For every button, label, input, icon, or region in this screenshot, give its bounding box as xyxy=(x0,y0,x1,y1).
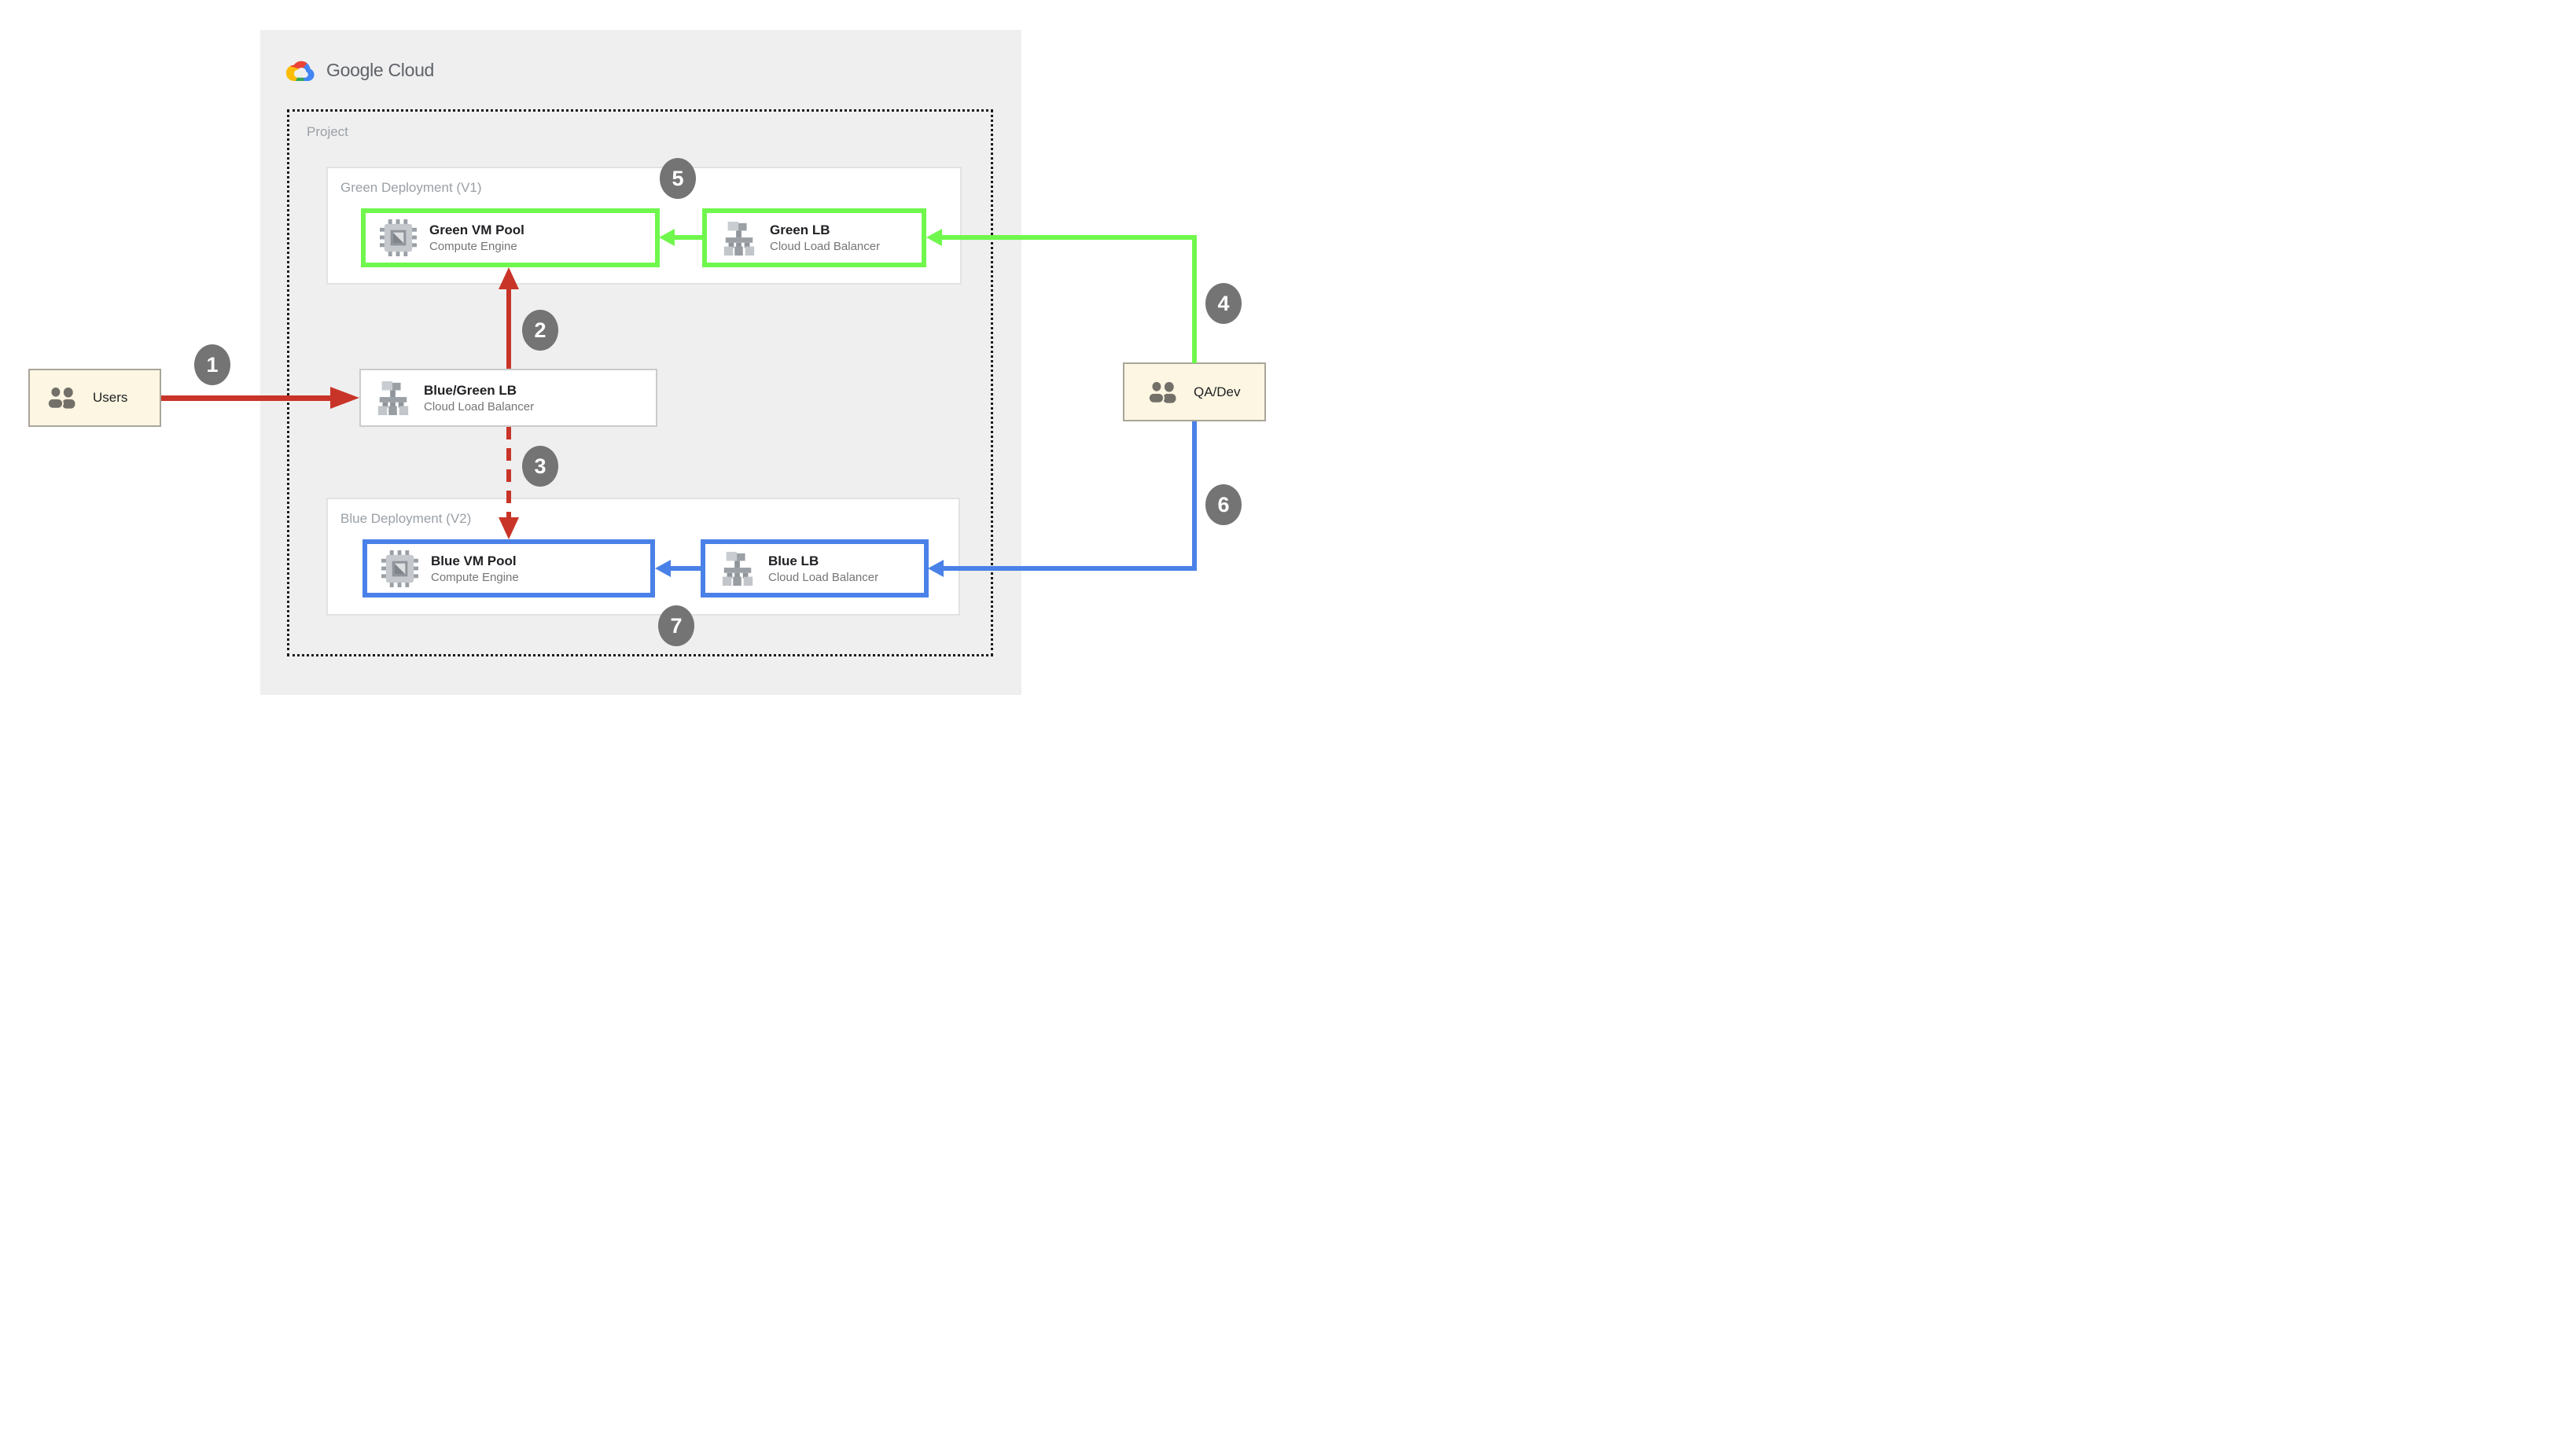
edge-qadev-to-green-lb-horizontal xyxy=(941,235,1197,240)
edge-qadev-to-blue-lb-vertical xyxy=(1192,421,1197,568)
node-bluegreen-lb: Blue/Green LB Cloud Load Balancer xyxy=(359,369,657,427)
edge-qadev-to-blue-lb-horizontal xyxy=(943,566,1197,571)
arrowhead-left-icon xyxy=(659,229,675,246)
node-green-lb: Green LB Cloud Load Balancer xyxy=(702,208,926,267)
load-balancer-icon xyxy=(377,381,409,416)
step-badge-6: 6 xyxy=(1205,484,1242,525)
green-deployment-label: Green Deployment (V1) xyxy=(340,180,482,195)
blue-deployment-label: Blue Deployment (V2) xyxy=(340,511,472,526)
arrowhead-left-icon xyxy=(928,560,944,577)
step-badge-5: 5 xyxy=(660,158,696,199)
arrowhead-up-icon xyxy=(499,267,519,289)
node-title: Blue VM Pool xyxy=(431,553,517,568)
arrowhead-left-icon xyxy=(655,560,671,577)
edge-qadev-to-green-lb-vertical xyxy=(1192,235,1197,363)
node-subtitle: Cloud Load Balancer xyxy=(770,240,881,253)
node-blue-lb: Blue LB Cloud Load Balancer xyxy=(701,539,929,598)
people-icon xyxy=(47,386,75,410)
actor-users: Users xyxy=(28,369,161,427)
node-title: Blue LB xyxy=(768,553,819,568)
project-boundary: Project xyxy=(287,109,993,656)
step-badge-2: 2 xyxy=(522,310,558,351)
compute-engine-icon xyxy=(380,219,417,256)
arrowhead-right-icon xyxy=(330,387,359,409)
node-title: Blue/Green LB xyxy=(424,382,517,398)
node-green-vm-pool: Green VM Pool Compute Engine xyxy=(361,208,660,267)
node-subtitle: Compute Engine xyxy=(431,570,519,584)
diagram-canvas: Google Cloud Project Green Deployment (V… xyxy=(0,0,1288,717)
compute-engine-icon xyxy=(381,550,418,587)
load-balancer-icon xyxy=(722,551,753,586)
edge-users-to-bluegreen-lb xyxy=(161,395,332,401)
node-title: Green LB xyxy=(770,222,830,237)
node-subtitle: Compute Engine xyxy=(429,240,517,253)
node-subtitle: Cloud Load Balancer xyxy=(424,399,535,414)
edge-blue-lb-to-blue-vm xyxy=(670,566,701,571)
arrowhead-left-icon xyxy=(926,229,942,246)
node-blue-vm-pool: Blue VM Pool Compute Engine xyxy=(362,539,655,598)
project-label: Project xyxy=(307,124,348,139)
people-icon xyxy=(1148,380,1176,404)
step-badge-1: 1 xyxy=(194,344,230,385)
step-badge-7: 7 xyxy=(658,605,694,646)
load-balancer-icon xyxy=(723,221,755,256)
google-cloud-logo-text: Google Cloud xyxy=(326,59,435,80)
step-badge-4: 4 xyxy=(1205,283,1242,324)
actor-label: Users xyxy=(93,390,128,405)
arrowhead-down-icon xyxy=(499,517,519,539)
step-badge-3: 3 xyxy=(522,446,558,487)
actor-qadev: QA/Dev xyxy=(1123,362,1266,421)
edge-bluegreen-lb-to-green-vm xyxy=(506,287,511,369)
actor-label: QA/Dev xyxy=(1194,384,1241,399)
google-cloud-icon xyxy=(286,58,316,83)
google-cloud-logo: Google Cloud xyxy=(286,57,434,83)
node-subtitle: Cloud Load Balancer xyxy=(768,570,879,584)
edge-bluegreen-lb-to-blue-vm-dashed xyxy=(506,427,511,518)
node-title: Green VM Pool xyxy=(429,222,524,237)
edge-green-lb-to-green-vm xyxy=(674,235,702,240)
